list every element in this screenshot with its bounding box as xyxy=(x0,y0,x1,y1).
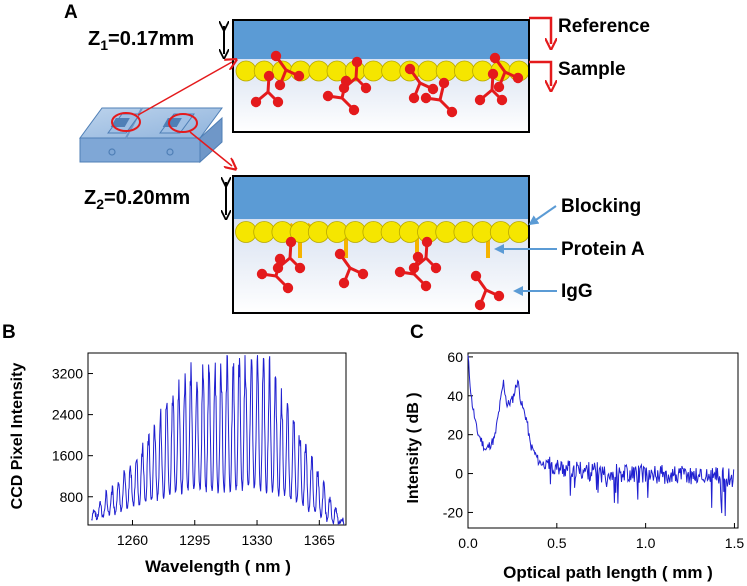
b-y-tick-label: 3200 xyxy=(52,366,83,382)
c-y-tick-label: 20 xyxy=(447,427,463,443)
c-y-tick-label: 0 xyxy=(455,466,463,482)
bead xyxy=(508,221,530,243)
bottom-glass-layer xyxy=(234,177,528,219)
panel-c-y-ticks: -20 0 20 40 60 xyxy=(443,349,473,520)
b-y-tick-label: 2400 xyxy=(52,407,83,423)
igg-antibody xyxy=(470,270,505,311)
bottom-sensor-box xyxy=(232,175,530,314)
chip-highlight-left xyxy=(111,112,141,132)
c-y-tick-label: -20 xyxy=(443,504,463,520)
igg-antibody xyxy=(250,70,284,108)
igg-antibody xyxy=(404,63,439,104)
igg-antibody xyxy=(420,77,458,118)
top-sensor-box xyxy=(232,19,530,133)
igg-antibody xyxy=(394,251,432,292)
z1-label: Z1=0.17mm xyxy=(88,28,194,53)
panel-c-label: C xyxy=(410,322,424,343)
panel-c-x-ticks: 0.0 0.5 1.0 1.5 xyxy=(458,523,744,551)
panel-c-plot-frame xyxy=(467,352,739,529)
igg-antibody xyxy=(408,236,442,274)
top-antibodies xyxy=(250,50,524,118)
panel-b-y-ticks: 800 1600 2400 3200 xyxy=(52,366,93,505)
panel-c-depth-profile-line xyxy=(467,355,735,517)
b-x-tick-label: 1330 xyxy=(241,532,272,548)
chip-highlight-right xyxy=(168,113,198,133)
top-glass-layer xyxy=(234,21,528,59)
c-x-tick-label: 1.5 xyxy=(725,535,745,551)
b-x-tick-label: 1365 xyxy=(304,532,335,548)
panel-a-label: A xyxy=(64,2,78,23)
zoom-line-top xyxy=(137,62,232,116)
c-x-tick-label: 0.5 xyxy=(547,535,567,551)
igg-antibody xyxy=(338,56,372,94)
bead xyxy=(235,60,257,82)
reference-arrow xyxy=(529,16,551,44)
blocking-pointer xyxy=(528,205,557,226)
bead xyxy=(308,60,330,82)
sample-arrow xyxy=(529,60,551,86)
panel-b-plot-frame xyxy=(87,352,347,526)
panel-b-x-ticks: 1260 1295 1330 1365 xyxy=(117,520,335,548)
bottom-antibodies xyxy=(256,236,505,311)
bead xyxy=(381,60,403,82)
igg-antibody xyxy=(489,52,524,93)
b-y-tick-label: 800 xyxy=(60,489,84,505)
bead xyxy=(453,60,475,82)
b-x-tick-label: 1295 xyxy=(179,532,210,548)
protein-a-label: Protein A xyxy=(561,239,645,260)
biosensor-chip-illustration xyxy=(79,62,232,166)
igg-antibody xyxy=(334,248,369,289)
panel-c-x-axis-label: Optical path length ( mm ) xyxy=(503,563,713,582)
igg-antibody xyxy=(474,68,508,106)
bead xyxy=(417,60,439,82)
igg-antibody xyxy=(272,236,306,274)
panel-c-y-axis-label: Intensity ( dB ) xyxy=(405,392,422,503)
z2-label: Z2=0.20mm xyxy=(84,187,190,212)
igg-antibody xyxy=(270,50,305,91)
b-y-tick-label: 1600 xyxy=(52,448,83,464)
c-y-tick-label: 60 xyxy=(447,349,463,365)
bead xyxy=(362,60,384,82)
panel-b: B 800 1600 2400 3200 1260 1295 1330 1365 Wavel… xyxy=(2,322,347,576)
panel-b-label: B xyxy=(2,322,16,343)
sample-label: Sample xyxy=(558,59,626,80)
bottom-bead-row xyxy=(235,221,530,243)
c-y-tick-label: 40 xyxy=(447,388,463,404)
panel-b-x-axis-label: Wavelength ( nm ) xyxy=(145,557,291,576)
panel-b-spectrum-line xyxy=(91,354,345,526)
bead xyxy=(435,60,457,82)
c-x-tick-label: 1.0 xyxy=(636,535,656,551)
blocking-label: Blocking xyxy=(561,196,641,217)
panel-c: C -20 0 20 40 60 0.0 0.5 1.0 1.5 Optical path l… xyxy=(405,322,744,582)
zoom-line-bottom xyxy=(189,131,232,166)
c-x-tick-label: 0.0 xyxy=(458,535,478,551)
b-x-tick-label: 1260 xyxy=(117,532,148,548)
panel-b-y-axis-label: CCD Pixel Intensity xyxy=(9,363,26,510)
panel-a: A Z1=0.17mm Z2=0.20mm Refer xyxy=(64,2,650,314)
igg-label: IgG xyxy=(561,281,593,302)
reference-label: Reference xyxy=(558,16,650,37)
